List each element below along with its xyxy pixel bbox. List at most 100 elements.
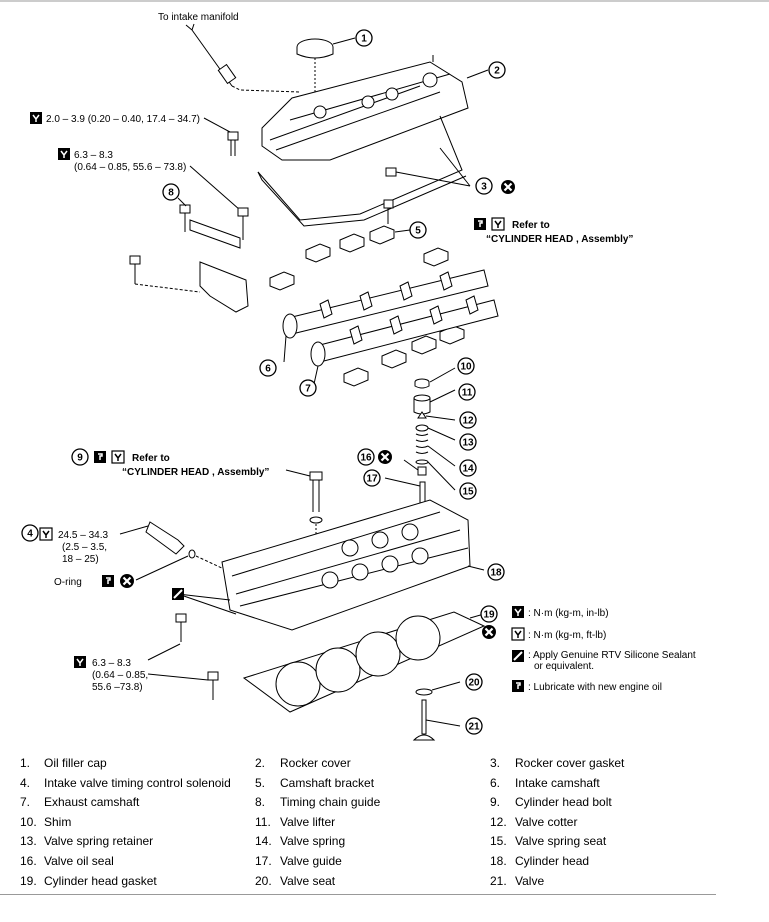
rocker-cover-bolt [203, 117, 239, 156]
callout-20: 20 [465, 673, 483, 691]
callout-8: 8 [162, 183, 180, 201]
exploded-diagram: To intake manifold 2.0 – 3.9 (0.20 – 0.4… [0, 0, 769, 741]
legend-part-name: Valve spring [280, 834, 346, 849]
valve-seat-and-valve [412, 681, 461, 741]
callout-number: 3 [481, 182, 487, 193]
replace-icon [499, 178, 517, 196]
callout-number: 11 [462, 388, 473, 399]
legend-number: 21. [490, 873, 507, 888]
intake-camshaft [282, 269, 489, 363]
callout-21: 21 [465, 717, 483, 735]
callout-6: 6 [259, 359, 277, 377]
callout-number: 8 [168, 188, 174, 199]
torque-chain-guide-2: (0.64 – 0.85, 55.6 – 73.8) [74, 162, 186, 173]
torque-ftlb-icon [491, 217, 505, 231]
callout-number: 12 [462, 416, 474, 427]
legend-part-name: Rocker cover [280, 756, 351, 770]
callout-number: 18 [490, 568, 502, 579]
legend-part-name: Cylinder head [515, 854, 590, 868]
refer-target-2: “CYLINDER HEAD , Assembly” [122, 467, 269, 478]
rocker-cover [261, 55, 489, 161]
legend-number: 4. [20, 775, 31, 790]
legend-part-name: Valve guide [280, 854, 342, 868]
torque-inlb-icon [29, 111, 43, 125]
callout-number: 4 [27, 529, 33, 540]
rtv-sealant-icon [511, 649, 525, 663]
callout-number: 7 [305, 384, 311, 395]
callout-number: 9 [77, 453, 83, 464]
legend-part-name: Exhaust camshaft [44, 795, 140, 810]
torque-inlb-icon [57, 147, 71, 161]
callout-number: 16 [360, 453, 372, 464]
leader-line [395, 147, 471, 187]
callout-number: 13 [462, 438, 474, 449]
callout-2: 2 [488, 61, 506, 79]
legend-number: 5. [255, 775, 266, 790]
callout-4: 4 [21, 524, 39, 542]
arrow-icon [185, 23, 195, 31]
lubricate-icon [473, 217, 487, 231]
callout-number: 19 [483, 610, 495, 621]
legend-part-name: Valve spring retainer [44, 834, 154, 849]
cylinder-head-gasket [242, 611, 486, 713]
key-nm-ftlb: : N·m (kg-m, ft-lb) [528, 630, 606, 641]
callout-number: 2 [494, 66, 500, 77]
legend-part-name: Timing chain guide [280, 795, 381, 810]
callout-number: 17 [366, 474, 378, 485]
legend-part-name: Cylinder head gasket [44, 873, 157, 888]
leader-line [189, 165, 241, 211]
legend-number: 13. [20, 834, 37, 849]
callout-number: 6 [265, 364, 271, 375]
callout-13: 13 [459, 433, 477, 451]
legend-part-name: Oil filler cap [44, 756, 107, 770]
bottom-rule [0, 894, 716, 895]
legend-number: 10. [20, 814, 37, 829]
torque-ftlb-icon [511, 627, 525, 641]
key-lube: : Lubricate with new engine oil [528, 682, 662, 693]
intake-manifold-label: To intake manifold [158, 12, 239, 23]
legend-part-name: Camshaft bracket [280, 775, 375, 790]
callout-12: 12 [459, 411, 477, 429]
legend-part-name: Cylinder head bolt [515, 795, 612, 810]
torque-solenoid-3: 18 – 25) [62, 554, 99, 565]
legend-number: 9. [490, 795, 501, 810]
lubricate-icon [93, 450, 107, 464]
key-rtv-2: or equivalent. [534, 661, 594, 672]
legend-number: 6. [490, 775, 501, 790]
refer-to-2: Refer to [132, 453, 170, 464]
callout-3: 3 [475, 177, 493, 195]
oil-filler-cap [296, 37, 356, 110]
legend-number: 18. [490, 854, 507, 868]
torque-head-1: 6.3 – 8.3 [92, 658, 131, 669]
rocker-cover-gasket [257, 115, 463, 221]
legend-part-name: Valve spring seat [515, 834, 607, 849]
torque-head-2: (0.64 – 0.85, [92, 670, 148, 681]
callout-number: 5 [415, 226, 421, 237]
callout-15: 15 [459, 482, 477, 500]
torque-chain-guide-1: 6.3 – 8.3 [74, 150, 113, 161]
callout-10: 10 [457, 357, 475, 375]
exhaust-camshaft [310, 295, 499, 385]
replace-icon [480, 623, 498, 641]
legend-number: 8. [255, 795, 266, 810]
timing-chain-guide [129, 197, 249, 313]
legend-number: 1. [20, 756, 31, 770]
callout-number: 14 [462, 464, 474, 475]
callout-11: 11 [458, 383, 476, 401]
torque-ftlb-icon [39, 527, 53, 541]
lubricate-icon [511, 679, 525, 693]
refer-to-1: Refer to [512, 220, 550, 231]
callout-number: 21 [468, 722, 480, 733]
legend-number: 19. [20, 873, 37, 888]
legend-part-name: Intake valve timing control solenoid [44, 775, 231, 790]
callout-number: 10 [460, 362, 472, 373]
replace-icon [376, 448, 394, 466]
valve-train-stack [384, 367, 456, 509]
camshaft-brackets [269, 199, 465, 387]
replace-icon [118, 572, 136, 590]
legend-number: 14. [255, 834, 272, 849]
callout-18: 18 [487, 563, 505, 581]
key-nm-inlb: : N·m (kg-m, in-lb) [528, 608, 609, 619]
torque-solenoid-2: (2.5 – 3.5, [62, 542, 107, 553]
